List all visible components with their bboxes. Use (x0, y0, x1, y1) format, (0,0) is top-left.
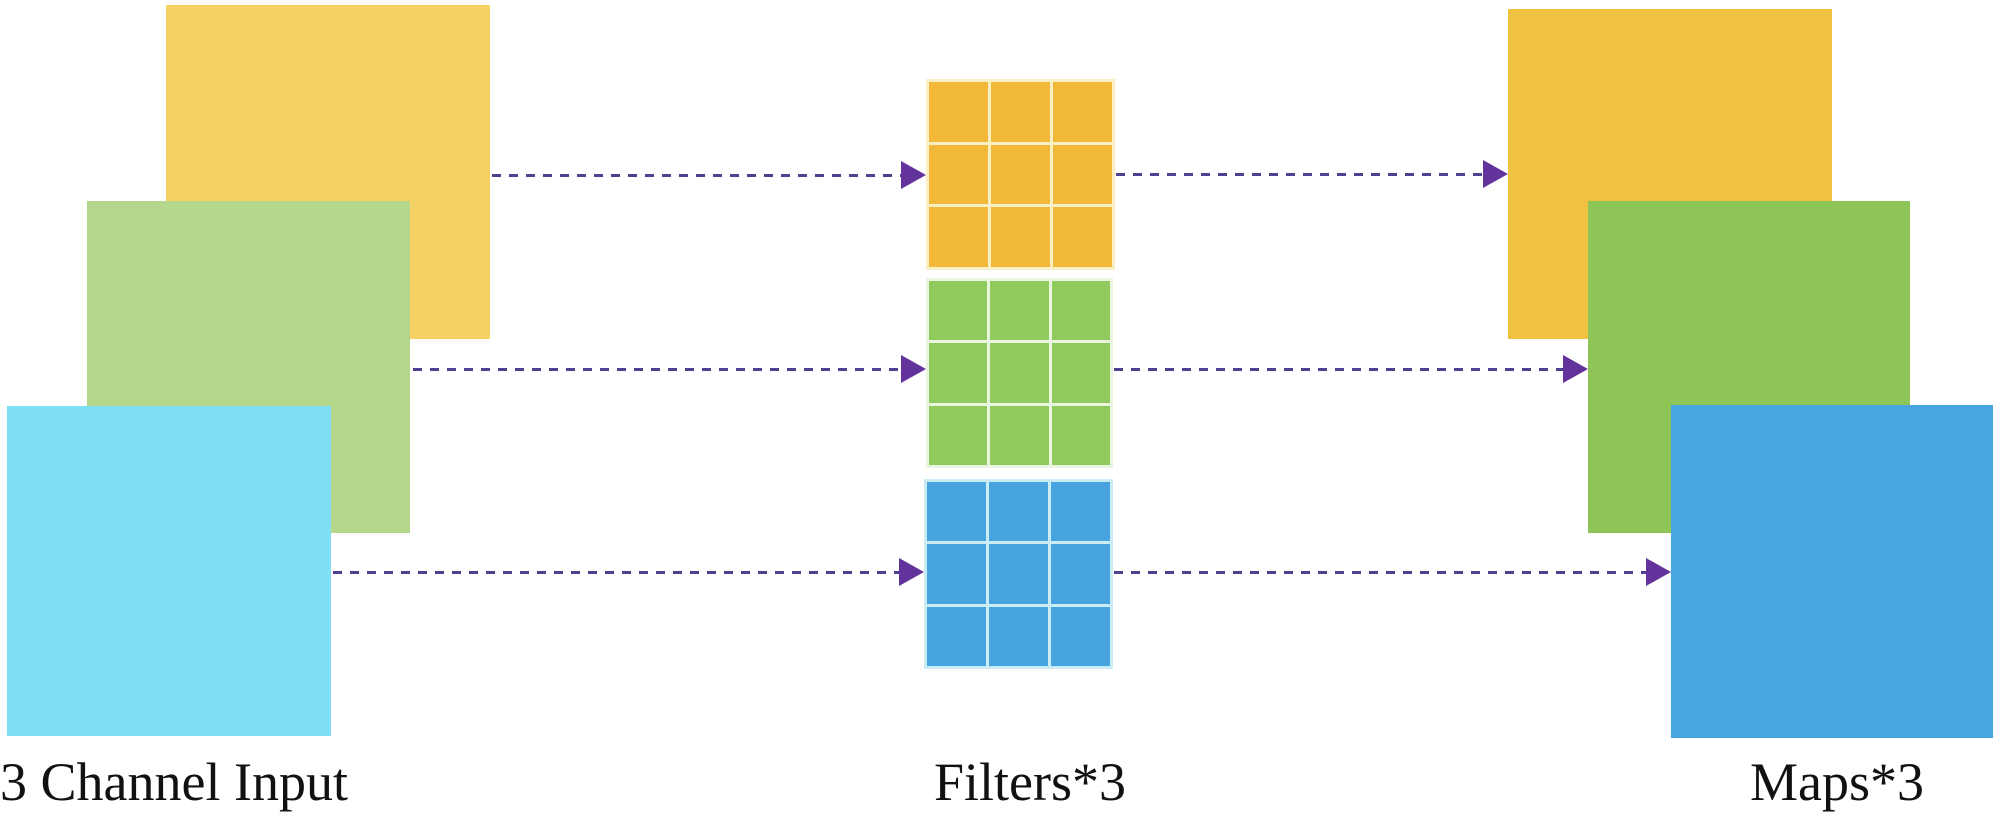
filter-grid-orange-cell (991, 207, 1050, 267)
input-channel-cyan (7, 406, 331, 736)
filter-grid-orange-cell (1053, 207, 1112, 267)
filter-grid-blue-cell (1051, 544, 1110, 604)
filter-grid-green-cell (990, 281, 1049, 341)
filter-grid-blue (924, 479, 1113, 669)
filter-grid-green-cell (929, 343, 988, 403)
filter-grid-blue-cell (989, 482, 1048, 542)
arrow-input-yellow-to-filter-line (492, 174, 905, 177)
filter-grid-blue-cell (927, 482, 986, 542)
filter-grid-green-cell (929, 405, 988, 465)
filters-label: Filters*3 (933, 752, 1126, 812)
arrow-input-cyan-to-filter-line (333, 571, 903, 574)
filter-grid-green-cell (1051, 281, 1110, 341)
filter-grid-orange-cell (929, 144, 988, 205)
input-label: 3 Channel Input (0, 752, 348, 812)
filter-grid-orange-cell (929, 207, 988, 267)
filter-grid-green-cell (990, 405, 1049, 465)
arrow-filter-to-map-green-line (1114, 368, 1567, 371)
filter-grid-green-cell (990, 343, 1049, 403)
filter-grid-orange-cell (1053, 144, 1112, 205)
filter-grid-blue-cell (1051, 482, 1110, 542)
filter-grid-orange-cell (991, 144, 1050, 205)
filter-grid-green-cell (929, 281, 988, 341)
arrow-input-green-to-filter-line (413, 368, 905, 371)
filter-grid-blue-cell (989, 606, 1048, 666)
filter-grid-blue-cell (989, 544, 1048, 604)
filter-grid-blue-cell (927, 606, 986, 666)
filter-grid-green (926, 278, 1113, 468)
arrow-filter-to-map-orange-head (1483, 160, 1508, 188)
arrow-filter-to-map-green-head (1563, 355, 1588, 383)
arrow-filter-to-map-blue-line (1114, 571, 1650, 574)
filter-grid-orange (926, 79, 1115, 270)
arrow-input-green-to-filter-head (901, 355, 926, 383)
arrow-input-cyan-to-filter-head (899, 558, 924, 586)
arrow-input-yellow-to-filter-head (901, 161, 926, 189)
filter-grid-green-cell (1051, 405, 1110, 465)
filter-grid-orange-cell (991, 82, 1050, 142)
map-blue (1671, 405, 1993, 738)
filter-grid-green-cell (1051, 343, 1110, 403)
filter-grid-orange-cell (1053, 82, 1112, 142)
arrow-filter-to-map-blue-head (1646, 558, 1671, 586)
filter-grid-blue-cell (1051, 606, 1110, 666)
arrow-filter-to-map-orange-line (1116, 173, 1487, 176)
maps-label: Maps*3 (1750, 752, 1924, 812)
filter-grid-blue-cell (927, 544, 986, 604)
filter-grid-orange-cell (929, 82, 988, 142)
